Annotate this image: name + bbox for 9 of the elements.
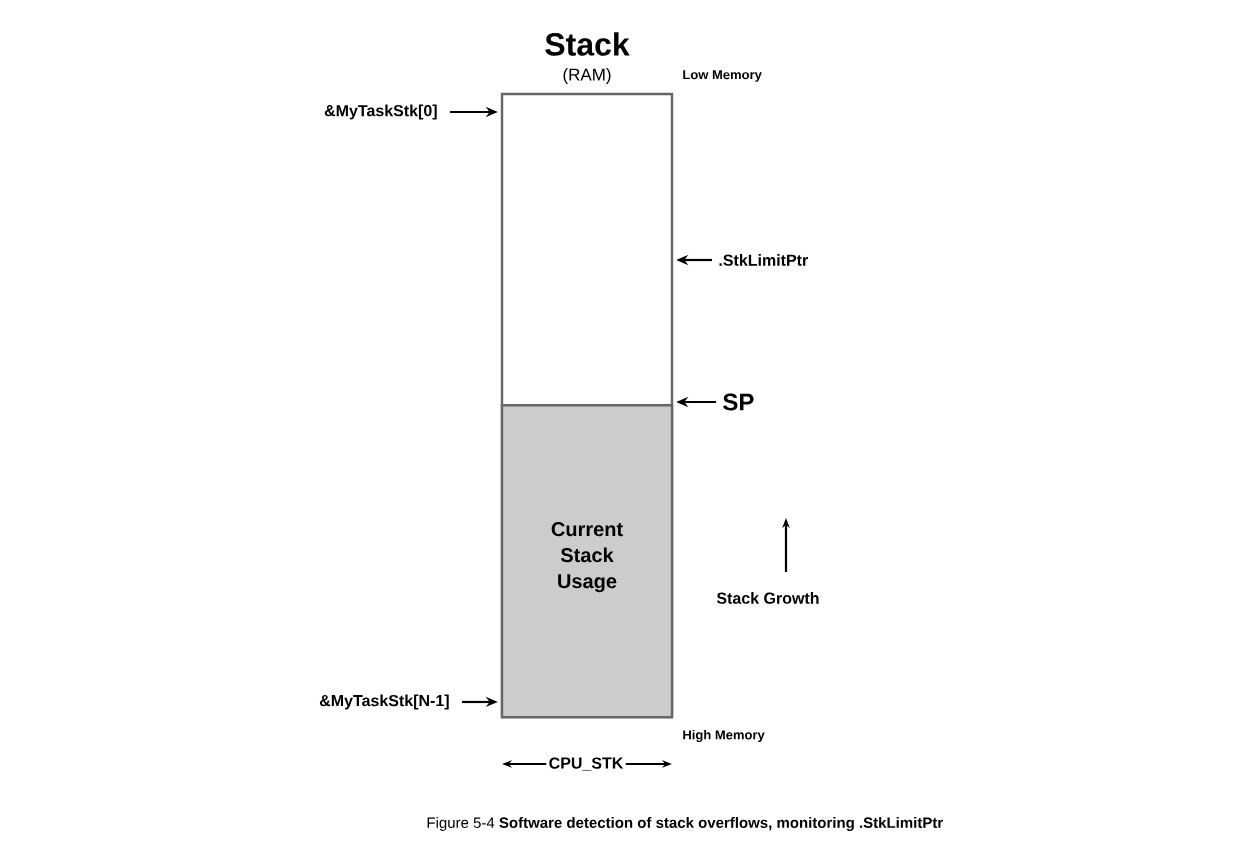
usage-region: Current Stack Usage <box>500 404 674 719</box>
node-label: Stack <box>545 32 630 56</box>
pointer-label: &MyTaskStk[N-1] <box>319 694 449 710</box>
pointer-label: SP <box>723 393 754 411</box>
pointer-label: .StkLimitPtr <box>719 254 808 266</box>
dimension-label: CPU_STK <box>549 757 624 771</box>
growth-label: Stack Growth <box>716 592 819 604</box>
pointer-label: &MyTaskStk[0] <box>324 104 437 120</box>
node-label: (RAM) <box>563 68 611 84</box>
